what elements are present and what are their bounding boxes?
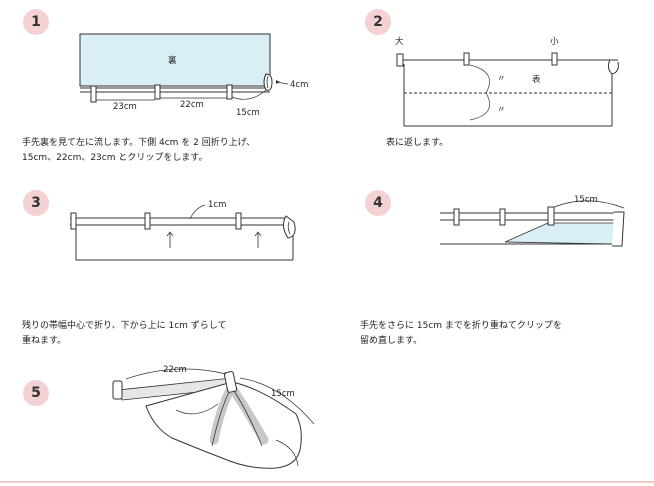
step-4-badge: 4 — [365, 190, 391, 216]
step-4-15cm-label: 15cm — [574, 195, 598, 205]
step-2-caption: 表に返します。 — [386, 138, 449, 148]
step-2-front-label: 表 — [532, 74, 541, 85]
step-1-caption-line2: 15cm、22cm、23cm とクリップをします。 — [22, 153, 208, 163]
step-3-illustration: 1cm — [70, 200, 296, 261]
step-3-caption-line1: 残りの帯幅中心で折り、下から上に 1cm ずらして — [22, 321, 227, 331]
step-4-illustration: 15cm — [440, 195, 625, 247]
step-3-caption-line2: 重ねます。 — [22, 336, 67, 346]
step-2-small-label: 小 — [550, 36, 559, 47]
step-1-reverse-label: 裏 — [168, 55, 177, 66]
step-3-caption: 残りの帯幅中心で折り、下から上に 1cm ずらして 重ねます。 — [22, 319, 227, 349]
step-3-badge: 3 — [23, 190, 49, 216]
step-2-badge: 2 — [365, 9, 391, 35]
step-1-23cm-label: 23cm — [113, 102, 137, 112]
step-5-badge: 5 — [23, 380, 49, 406]
step-1-4cm-label: 4cm — [290, 80, 308, 90]
step-4-caption-line2: 留め直します。 — [360, 336, 423, 346]
step-4-caption: 手先をさらに 15cm までを折り重ねてクリップを 留め直します。 — [360, 319, 562, 349]
step-2-ditto-upper: 〃 — [497, 74, 506, 84]
step-2-illustration: 大 小 表 〃 〃 — [395, 36, 619, 127]
step-1-illustration: 裏 4cm 23cm 22cm 15cm — [79, 33, 308, 118]
step-1-caption-line1: 手先裏を見て左に流します。下側 4cm を 2 回折り上げ、 — [22, 138, 256, 148]
step-2-ditto-lower: 〃 — [497, 105, 506, 115]
step-1-badge: 1 — [23, 9, 49, 35]
step-3-1cm-label: 1cm — [208, 200, 226, 210]
step-5-illustration: 22cm 15cm — [112, 365, 315, 469]
step-5-22cm-label: 22cm — [163, 365, 187, 375]
step-2-large-label: 大 — [395, 36, 404, 47]
step-1-22cm-label: 22cm — [180, 100, 204, 110]
step-5-15cm-label: 15cm — [271, 389, 295, 399]
step-1-15cm-label: 15cm — [236, 108, 260, 118]
step-4-caption-line1: 手先をさらに 15cm までを折り重ねてクリップを — [360, 321, 562, 331]
step-1-caption: 手先裏を見て左に流します。下側 4cm を 2 回折り上げ、 15cm、22cm… — [22, 136, 255, 166]
